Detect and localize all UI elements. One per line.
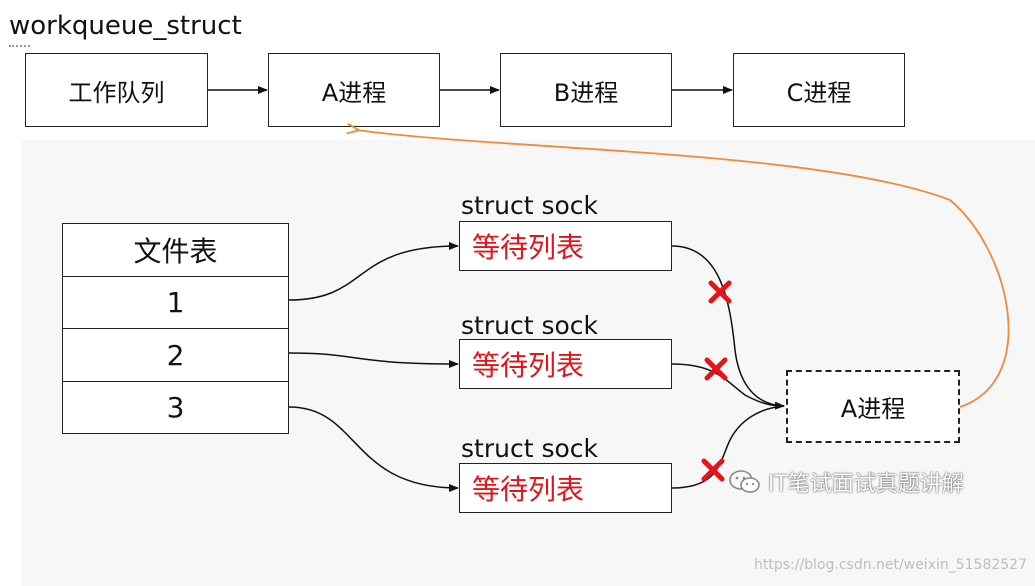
file1-to-sock1-arrow	[288, 242, 459, 301]
sock-label-3: struct sock	[461, 434, 598, 463]
watermark: IT笔试面试真题讲解	[728, 466, 964, 498]
file2-to-sock2-arrow	[288, 352, 459, 368]
sock3-to-process-line	[671, 405, 785, 489]
csdn-url: https://blog.csdn.net/weixin_51582527	[753, 557, 1027, 573]
sock-label-1: struct sock	[461, 191, 598, 220]
title-underline	[9, 45, 30, 47]
file-table: 文件表 1 2 3	[62, 223, 289, 434]
cross-icon	[704, 357, 728, 381]
file-table-row-3: 3	[166, 390, 185, 424]
watermark-text: IT笔试面试真题讲解	[768, 472, 964, 497]
cross-icon	[708, 280, 732, 304]
wait-list-box-1: 等待列表	[459, 221, 672, 271]
process-c-box: C进程	[733, 53, 905, 127]
sock-label-2: struct sock	[461, 311, 598, 340]
process-b-box: B进程	[500, 53, 672, 127]
wechat-icon	[729, 470, 760, 493]
page-title: workqueue_struct	[9, 11, 242, 41]
wait-list-box-2: 等待列表	[459, 339, 672, 389]
file3-to-sock3-arrow	[288, 406, 459, 492]
return-to-queue-arrow	[357, 130, 1010, 408]
file-table-row-2: 2	[63, 329, 288, 382]
sock1-to-process-arrow	[671, 245, 785, 410]
workqueue-box: 工作队列	[25, 53, 208, 127]
sock2-to-process-line	[671, 363, 785, 407]
blocked-process-box: A进程	[786, 370, 960, 443]
file-table-row-1: 1	[63, 277, 288, 329]
cross-icon	[701, 458, 725, 482]
wait-list-box-3: 等待列表	[459, 463, 672, 513]
file-table-header: 文件表	[63, 224, 288, 277]
